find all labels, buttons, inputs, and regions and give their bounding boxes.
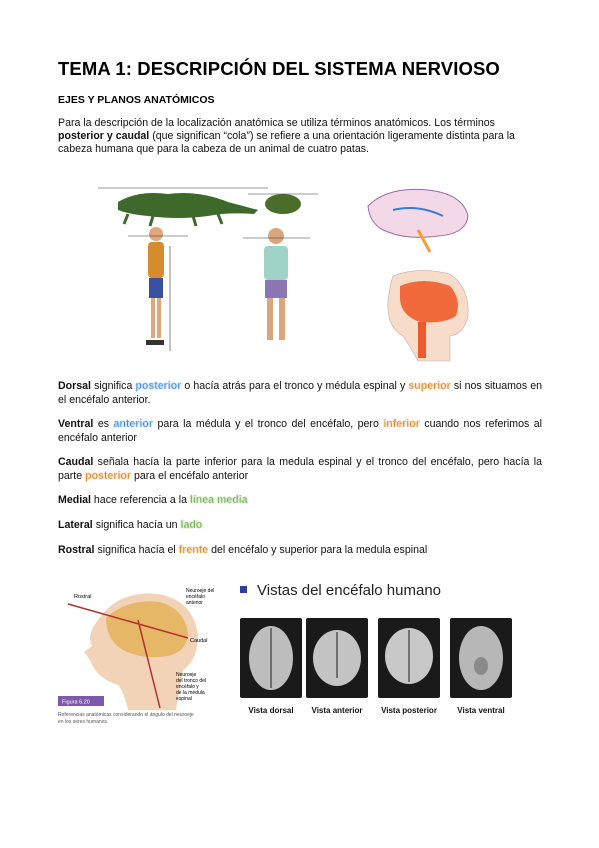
svg-text:encéfalo: encéfalo: [186, 594, 205, 600]
svg-text:en los seres humanos.: en los seres humanos.: [58, 719, 108, 725]
svg-text:anterior: anterior: [186, 600, 203, 606]
brain-views-figure: Vistas del encéfalo humano Vista dorsal …: [240, 582, 550, 722]
svg-text:del tronco del: del tronco del: [176, 678, 206, 684]
brain-image-posterior: [378, 618, 440, 698]
highlight-linea-media: línea media: [189, 494, 248, 506]
highlight-anterior: anterior: [113, 418, 153, 430]
svg-text:de la médula: de la médula: [176, 690, 205, 696]
brain-image-dorsal: [240, 618, 302, 698]
turtle-illustration: [248, 193, 318, 214]
brain-head-illustration: [387, 270, 469, 362]
label-rostral: Rostral: [74, 594, 91, 600]
brain-views-title: Vistas del encéfalo humano: [240, 582, 441, 599]
term-medial: Medial hace referencia a la línea media: [58, 494, 248, 506]
highlight-posterior: posterior: [135, 380, 182, 392]
neuroaxis-figure: Rostral Neuroeje del encéfalo anterior C…: [58, 580, 228, 732]
anatomy-illustrations: [98, 187, 469, 362]
term-ventral: Ventral es anterior para la médula y el …: [58, 418, 542, 444]
highlight-frente: frente: [178, 544, 209, 556]
highlight-inferior: inferior: [383, 418, 420, 430]
bullet-square-icon: [240, 585, 247, 593]
brain-image-ventral: [450, 618, 512, 698]
label-caudal: Caudal: [190, 638, 207, 644]
highlight-superior: superior: [408, 380, 451, 392]
intro-paragraph: Para la descripción de la localización a…: [58, 117, 515, 155]
term-dorsal: Dorsal significa posterior o hacía atrás…: [58, 380, 542, 406]
brain-image-anterior: [306, 618, 368, 698]
intro-bold: posterior y caudal: [58, 130, 150, 142]
man-side-illustration: [128, 227, 188, 351]
caption-dorsal: Vista dorsal: [248, 706, 294, 715]
svg-text:espinal: espinal: [176, 696, 192, 702]
page-title: TEMA 1: DESCRIPCIÓN DEL SISTEMA NERVIOSO: [58, 58, 500, 79]
caption-anterior: Vista anterior: [311, 706, 363, 715]
svg-text:encéfalo y: encéfalo y: [176, 684, 199, 690]
neuroaxis-illustration: Rostral Neuroeje del encéfalo anterior C…: [58, 588, 214, 725]
figure-caption: Referencias anatómicas considerando el á…: [58, 712, 194, 718]
woman-front-illustration: [243, 228, 310, 340]
label-neuroeje-anterior: Neuroeje del: [186, 588, 214, 594]
caption-posterior: Vista posterior: [381, 706, 437, 715]
caption-ventral: Vista ventral: [457, 706, 505, 715]
crocodile-illustration: [98, 187, 268, 227]
term-lateral: Lateral significa hacía un lado: [58, 519, 203, 531]
term-rostral: Rostral significa hacía el frente del en…: [58, 544, 428, 556]
section-heading: EJES Y PLANOS ANATÓMICOS: [58, 94, 215, 106]
highlight-lado: lado: [180, 519, 203, 531]
anatomy-figures: [58, 176, 542, 376]
label-neuroeje-tronco: Neuroeje: [176, 672, 197, 678]
highlight-posterior-caudal: posterior: [85, 469, 132, 482]
figure-number: Figura 6.20: [62, 700, 90, 706]
brain-diagram-upper: [367, 188, 469, 253]
term-caudal: Caudal señala hacía la parte inferior pa…: [58, 456, 542, 482]
